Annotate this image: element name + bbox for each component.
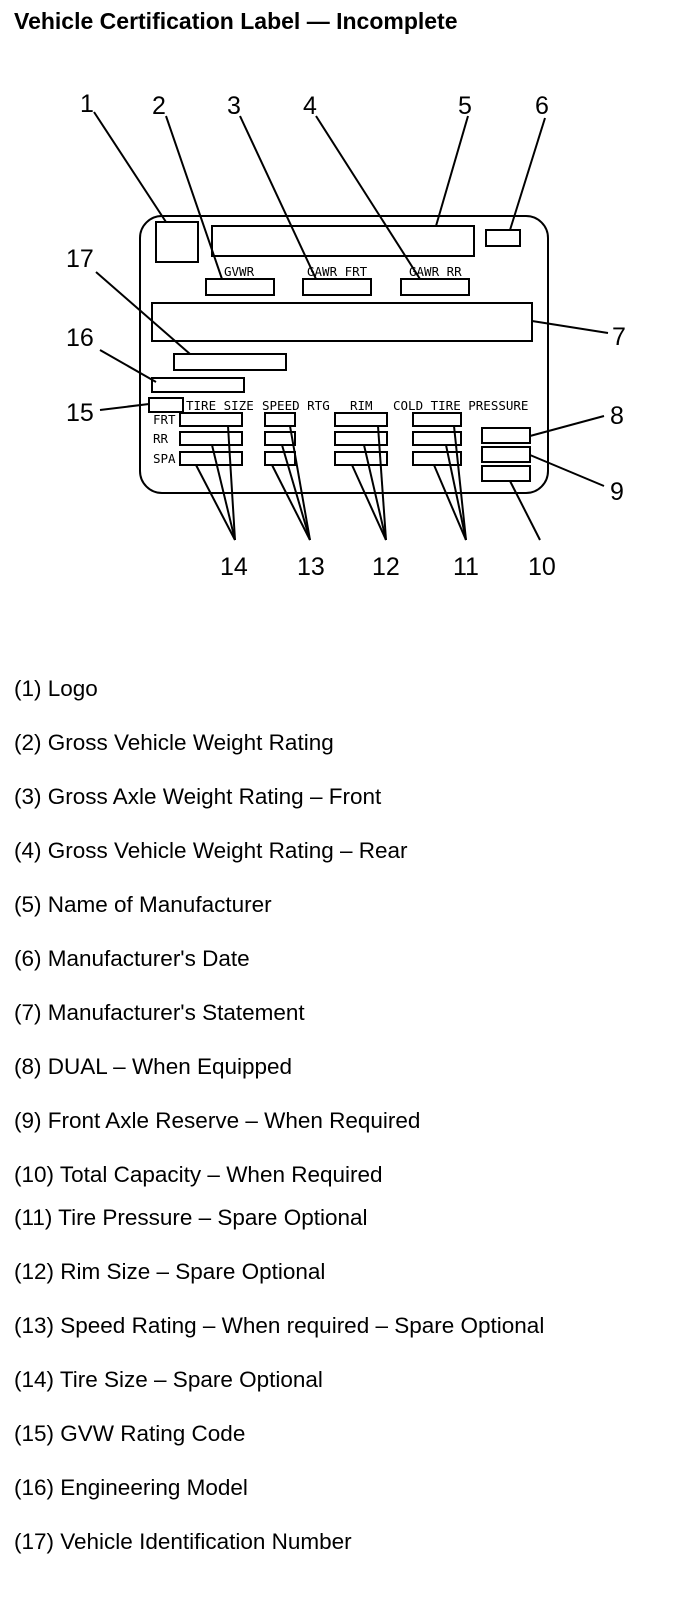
legend-item: (10) Total Capacity – When Required: [14, 1162, 383, 1187]
pressure-frt-box: [412, 412, 462, 427]
manufacturer-statement-box: [151, 302, 533, 342]
rim-rr-box: [334, 431, 388, 446]
field-label-rim: RIM: [350, 398, 373, 413]
tire-size-spa-box: [179, 451, 243, 466]
legend-item: (12) Rim Size – Spare Optional: [14, 1259, 326, 1284]
callout-2: 2: [152, 92, 166, 120]
pressure-rr-box: [412, 431, 462, 446]
callout-12: 12: [372, 553, 400, 581]
callout-4: 4: [303, 92, 317, 120]
legend-item: (16) Engineering Model: [14, 1475, 248, 1500]
dual-box: [481, 427, 531, 444]
certification-label-diagram: GVWR GAWR FRT GAWR RR TIRE SIZE SPEED RT…: [66, 90, 626, 581]
field-label-cold-tire-pressure: COLD TIRE PRESSURE: [393, 398, 528, 413]
callout-16: 16: [66, 324, 94, 352]
field-label-speed-rtg: SPEED RTG: [262, 398, 330, 413]
callout-13: 13: [297, 553, 325, 581]
callout-10: 10: [528, 553, 556, 581]
legend-item: (4) Gross Vehicle Weight Rating – Rear: [14, 838, 408, 863]
field-label-spa: SPA: [153, 451, 176, 466]
legend-item: (5) Name of Manufacturer: [14, 892, 272, 917]
callout-11: 11: [453, 553, 479, 581]
gvw-rating-code-box: [148, 397, 184, 413]
legend-item: (2) Gross Vehicle Weight Rating: [14, 730, 334, 755]
page-title: Vehicle Certification Label — Incomplete: [14, 8, 458, 34]
manufacturer-name-box: [211, 225, 475, 257]
manufacturer-date-box: [485, 229, 521, 247]
tire-size-rr-box: [179, 431, 243, 446]
gawr-rr-box: [400, 278, 470, 296]
rim-frt-box: [334, 412, 388, 427]
legend-item: (6) Manufacturer's Date: [14, 946, 250, 971]
gawr-frt-box: [302, 278, 372, 296]
speed-rtg-frt-box: [264, 412, 296, 427]
legend-item: (8) DUAL – When Equipped: [14, 1054, 293, 1079]
callout-8: 8: [610, 402, 624, 430]
label-outline: [139, 215, 549, 494]
callout-15: 15: [66, 399, 94, 427]
total-capacity-box: [481, 465, 531, 482]
speed-rtg-spa-box: [264, 451, 296, 466]
legend-item: (7) Manufacturer's Statement: [14, 1000, 305, 1025]
engineering-model-box: [151, 377, 245, 393]
legend-item: (3) Gross Axle Weight Rating – Front: [14, 784, 382, 809]
legend-item: (13) Speed Rating – When required – Spar…: [14, 1313, 545, 1338]
legend-item: (11) Tire Pressure – Spare Optional: [14, 1205, 368, 1230]
callout-14: 14: [220, 553, 248, 581]
front-axle-reserve-box: [481, 446, 531, 463]
gvwr-box: [205, 278, 275, 296]
field-label-tire-size: TIRE SIZE: [186, 398, 254, 413]
pressure-spa-box: [412, 451, 462, 466]
legend-item: (14) Tire Size – Spare Optional: [14, 1367, 323, 1392]
tire-size-frt-box: [179, 412, 243, 427]
callout-9: 9: [610, 478, 624, 506]
field-label-rr: RR: [153, 431, 169, 446]
speed-rtg-rr-box: [264, 431, 296, 446]
callout-6: 6: [535, 92, 549, 120]
field-label-gawr-frt: GAWR FRT: [307, 264, 368, 279]
field-label-gawr-rr: GAWR RR: [409, 264, 462, 279]
legend-item: (15) GVW Rating Code: [14, 1421, 246, 1446]
rim-spa-box: [334, 451, 388, 466]
callout-17: 17: [66, 245, 94, 273]
callout-7: 7: [612, 323, 626, 351]
field-label-frt: FRT: [153, 412, 176, 427]
field-label-gvwr: GVWR: [224, 264, 255, 279]
callout-5: 5: [458, 92, 472, 120]
logo-box: [155, 221, 199, 263]
legend-item: (1) Logo: [14, 676, 98, 701]
callout-3: 3: [227, 92, 241, 120]
vin-box: [173, 353, 287, 371]
callout-1: 1: [80, 90, 94, 118]
legend-item: (9) Front Axle Reserve – When Required: [14, 1108, 421, 1133]
legend-item: (17) Vehicle Identification Number: [14, 1529, 352, 1554]
